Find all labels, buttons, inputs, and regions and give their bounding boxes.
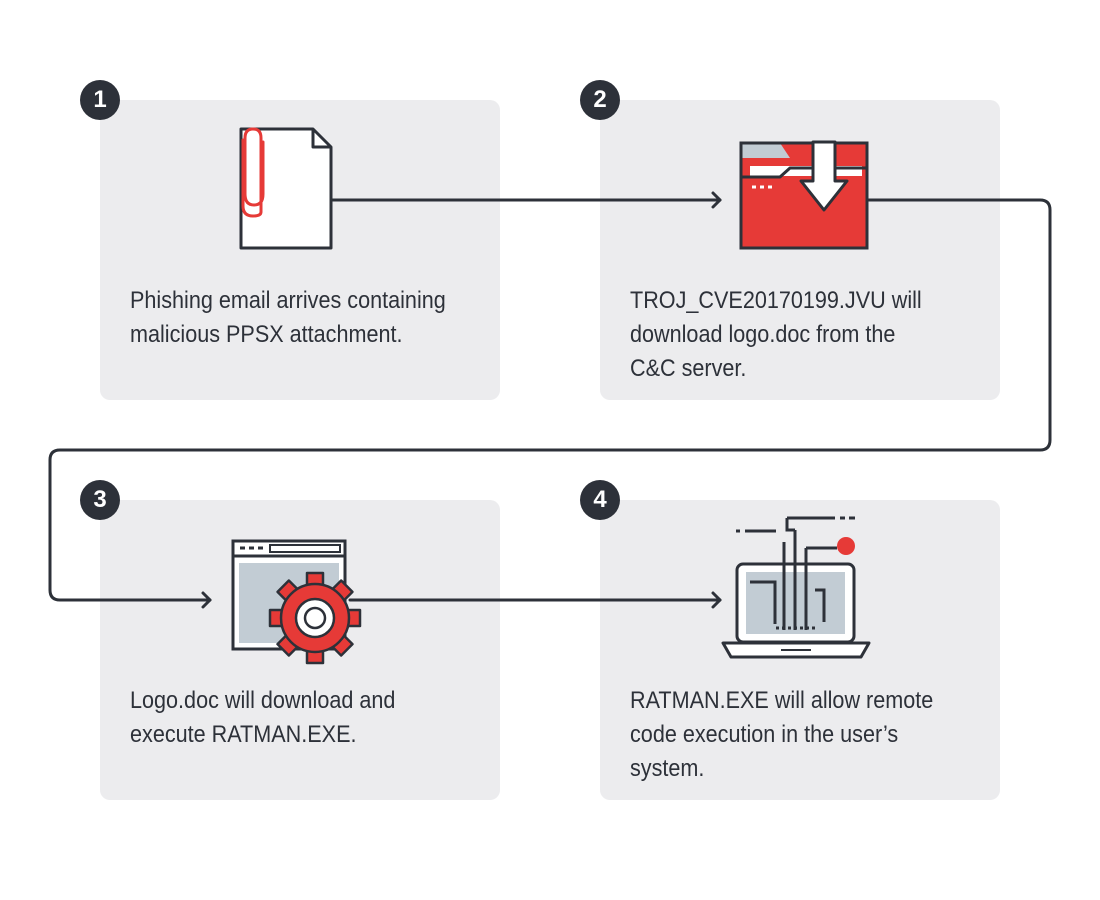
step-4-description: RATMAN.EXE will allow remote code execut…	[630, 687, 934, 782]
laptop-circuit-icon	[721, 516, 871, 659]
arrowhead-3-to-4	[711, 591, 722, 609]
step-number-badge-1: 1	[80, 80, 120, 120]
step-3-description: Logo.doc will download and execute RATMA…	[130, 687, 396, 748]
step-1-description: Phishing email arrives containing malici…	[130, 287, 446, 348]
arrowhead-1-to-2	[711, 191, 722, 209]
step-card-1: Phishing email arrives containing malici…	[100, 100, 500, 400]
step-number-badge-2: 2	[580, 80, 620, 120]
window-gear-icon	[231, 539, 362, 665]
folder-download-icon	[739, 140, 869, 250]
step-number-badge-3: 3	[80, 480, 120, 520]
paperclip-document-icon	[239, 127, 333, 250]
connector-2-to-3	[48, 198, 1052, 602]
arrowhead-2-to-3	[201, 591, 212, 609]
step-2-description: TROJ_CVE20170199.JVU will download logo.…	[630, 287, 922, 382]
step-number-badge-4: 4	[580, 480, 620, 520]
